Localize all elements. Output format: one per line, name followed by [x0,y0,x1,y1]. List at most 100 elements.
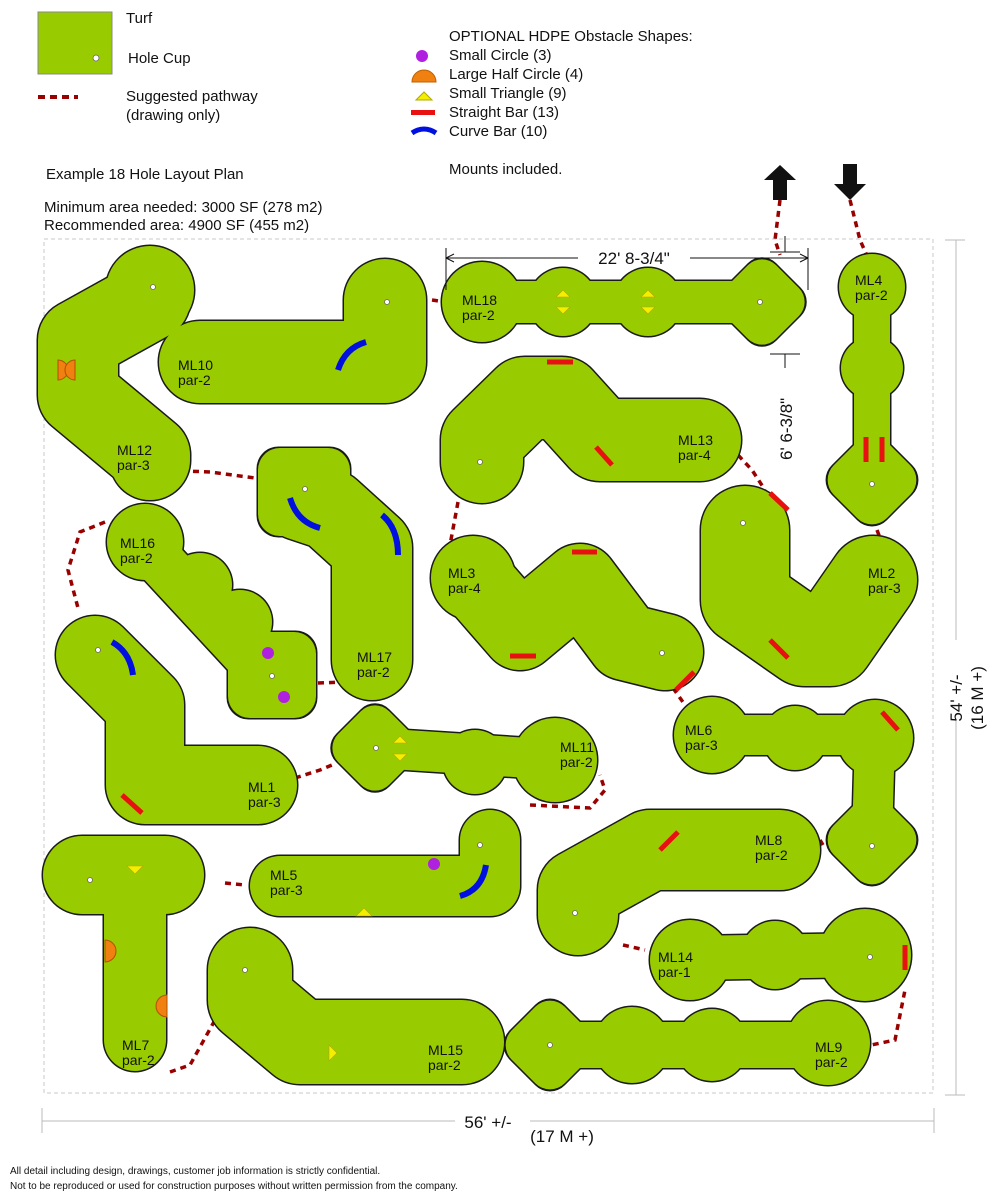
large-half-circle-obstacle [64,359,76,381]
suggested-pathway [773,199,782,256]
hole-par: par-1 [658,964,691,980]
hole-turf-ml3 [431,536,703,690]
small-triangle-obstacle [640,289,656,298]
hole-number: ML12 [117,442,152,458]
hole-cup-icon [373,745,379,751]
hole-number: ML3 [448,565,475,581]
blue-curve-bar-icon [410,126,438,136]
large-half-circle-obstacle [104,939,117,963]
small-triangle-obstacle [640,306,656,315]
straight-bar-obstacle [768,491,790,512]
yellow-triangle-icon [414,91,434,101]
straight-bar-obstacle [674,670,696,692]
hole-turf-ml7 [43,836,204,1071]
small-triangle-obstacle [555,306,571,315]
height-m-label: (16 M +) [968,666,987,730]
hole-turf-ml15 [208,928,504,1084]
small-triangle-obstacle [328,1044,338,1062]
curve-bar-obstacle [379,512,401,556]
hole-cups [87,284,875,1048]
height-dimension [945,239,965,1096]
footer-confidential: All detail including design, drawings, c… [10,1166,381,1177]
straight-bar-obstacle [880,710,900,732]
suggested-pathway [818,839,825,846]
height-ft-label: 54' +/- [947,674,966,721]
hole-turf-ml6 [674,697,917,885]
red-bar-icon [411,110,435,115]
min-area: Minimum area needed: 3000 SF (278 m2) [44,199,323,216]
suggested-pathway [529,774,607,810]
small-triangle-obstacle [355,907,373,917]
hole-par: par-3 [270,882,303,898]
exit-arrow-down-icon [834,164,866,200]
hole-par: par-3 [117,457,150,473]
hole-number: ML8 [755,832,782,848]
obstacles-title: OPTIONAL HDPE Obstacle Shapes: [449,28,693,45]
hole-par: par-2 [120,550,153,566]
hole-cup-icon [867,954,873,960]
small-triangle-obstacle [392,735,408,744]
hole-turf-ml17 [258,448,412,700]
hole-cup-icon [302,486,308,492]
hole-cup-icon [547,1042,553,1048]
hole-number: ML10 [178,357,213,373]
hole-cup-icon [269,673,275,679]
area-boundary [43,238,934,1094]
suggested-pathway [671,686,687,707]
hole-turf-ml12 [38,246,194,500]
ml18-length-label: 22' 8-3/4" [598,249,670,268]
small-circle-obstacle [262,647,274,659]
hole-turf-ml1 [56,616,297,824]
hole-number: ML9 [815,1039,842,1055]
ml18-width-label: 6' 6-3/8" [777,398,796,460]
small-triangle-obstacle [126,865,144,875]
hole-cup-icon [477,459,483,465]
straight-bar-obstacle [594,445,614,467]
hole-cup-icon [572,910,578,916]
large-half-circle-obstacle [155,994,168,1018]
hole-number: ML6 [685,722,712,738]
hole-cup-icon [87,877,93,883]
hole-turf-ml2 [701,486,917,686]
hole-cup-icon [95,647,101,653]
orange-half-circle-icon [411,69,437,83]
curve-bar-obstacle [110,639,136,676]
hole-par: par-4 [678,447,711,463]
hole-par: par-2 [855,287,888,303]
width-dimension [41,1108,935,1133]
hole-cup-icon [740,520,746,526]
hole-turf-ml14 [650,909,911,1001]
hole-cup-icon [150,284,156,290]
obstacle-label: Large Half Circle (4) [449,66,584,83]
hole-number: ML15 [428,1042,463,1058]
turf-swatch [37,11,113,75]
curve-bar-obstacle [335,339,367,372]
legend-turf-label: Turf [126,10,153,27]
legend-pathway-note: (drawing only) [126,107,221,124]
hole-par: par-3 [868,580,901,596]
hole-turf-ml11 [332,705,597,802]
width-ft-label: 56' +/- [464,1113,511,1132]
suggested-pathway [431,298,446,304]
hole-par: par-2 [357,664,390,680]
small-triangle-obstacle [555,289,571,298]
hole-number: ML18 [462,292,497,308]
suggested-pathway [224,881,246,887]
hole-par: par-2 [815,1054,848,1070]
hole-cup-icon [242,967,248,973]
hole-cup-icon [757,299,763,305]
suggested-pathway [294,763,333,780]
suggested-pathway [736,453,767,491]
